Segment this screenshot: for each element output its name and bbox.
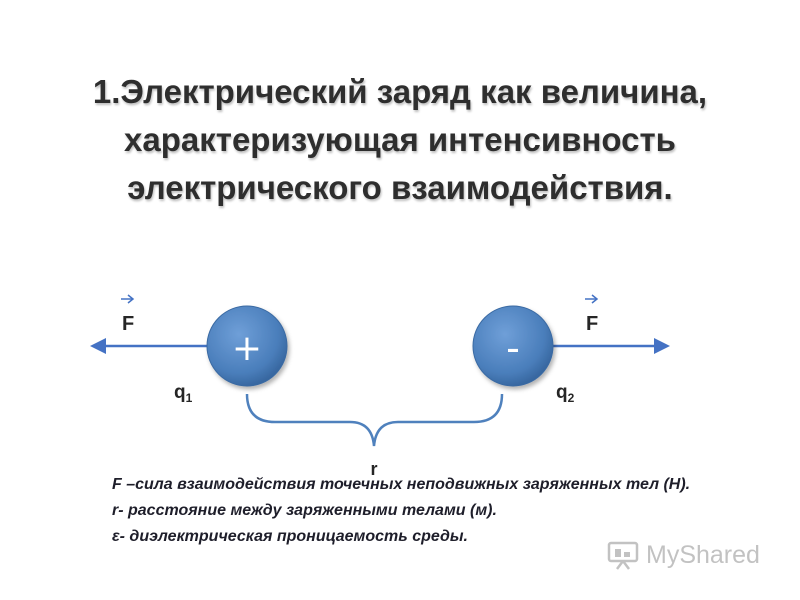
force-arrow-right (552, 338, 670, 354)
distance-brace (245, 393, 504, 447)
positive-sign: + (232, 328, 262, 369)
force-label-left: F (122, 313, 134, 335)
definitions-block: F –сила взаимодействия точечных неподвиж… (112, 472, 752, 550)
watermark-text: MyShared (646, 540, 760, 569)
force-label-right: F (586, 313, 598, 335)
definition-distance: r- расстояние между заряженными телами (… (112, 502, 497, 519)
charge2-subscript: 2 (568, 391, 575, 405)
watermark: MyShared (606, 538, 760, 572)
slide-title: 1.Электрический заряд как величина, хара… (40, 68, 760, 212)
vector-mark-right-icon (585, 294, 599, 304)
charge1-letter: q (174, 382, 186, 403)
charge1-subscript: 1 (186, 391, 193, 405)
definition-permittivity: ε- диэлектрическая проницаемость среды. (112, 528, 468, 545)
force-arrow-left (90, 338, 208, 354)
definition-force: F –сила взаимодействия точечных неподвиж… (112, 476, 691, 493)
distance-label: r (370, 459, 377, 479)
negative-sign: - (506, 326, 520, 370)
charge-sphere-positive: + (206, 305, 288, 387)
charge1-label: q1 (174, 382, 193, 405)
vector-mark-left-icon (121, 294, 135, 304)
charge2-label: q2 (556, 382, 575, 405)
charge2-letter: q (556, 382, 568, 403)
presentation-board-icon (607, 541, 639, 570)
title-line-2: характеризующая интенсивность (124, 121, 676, 158)
title-line-1: 1.Электрический заряд как величина, (92, 73, 708, 110)
title-line-3: электрического взаимодействия. (127, 169, 673, 206)
charge-sphere-negative: - (472, 305, 554, 387)
